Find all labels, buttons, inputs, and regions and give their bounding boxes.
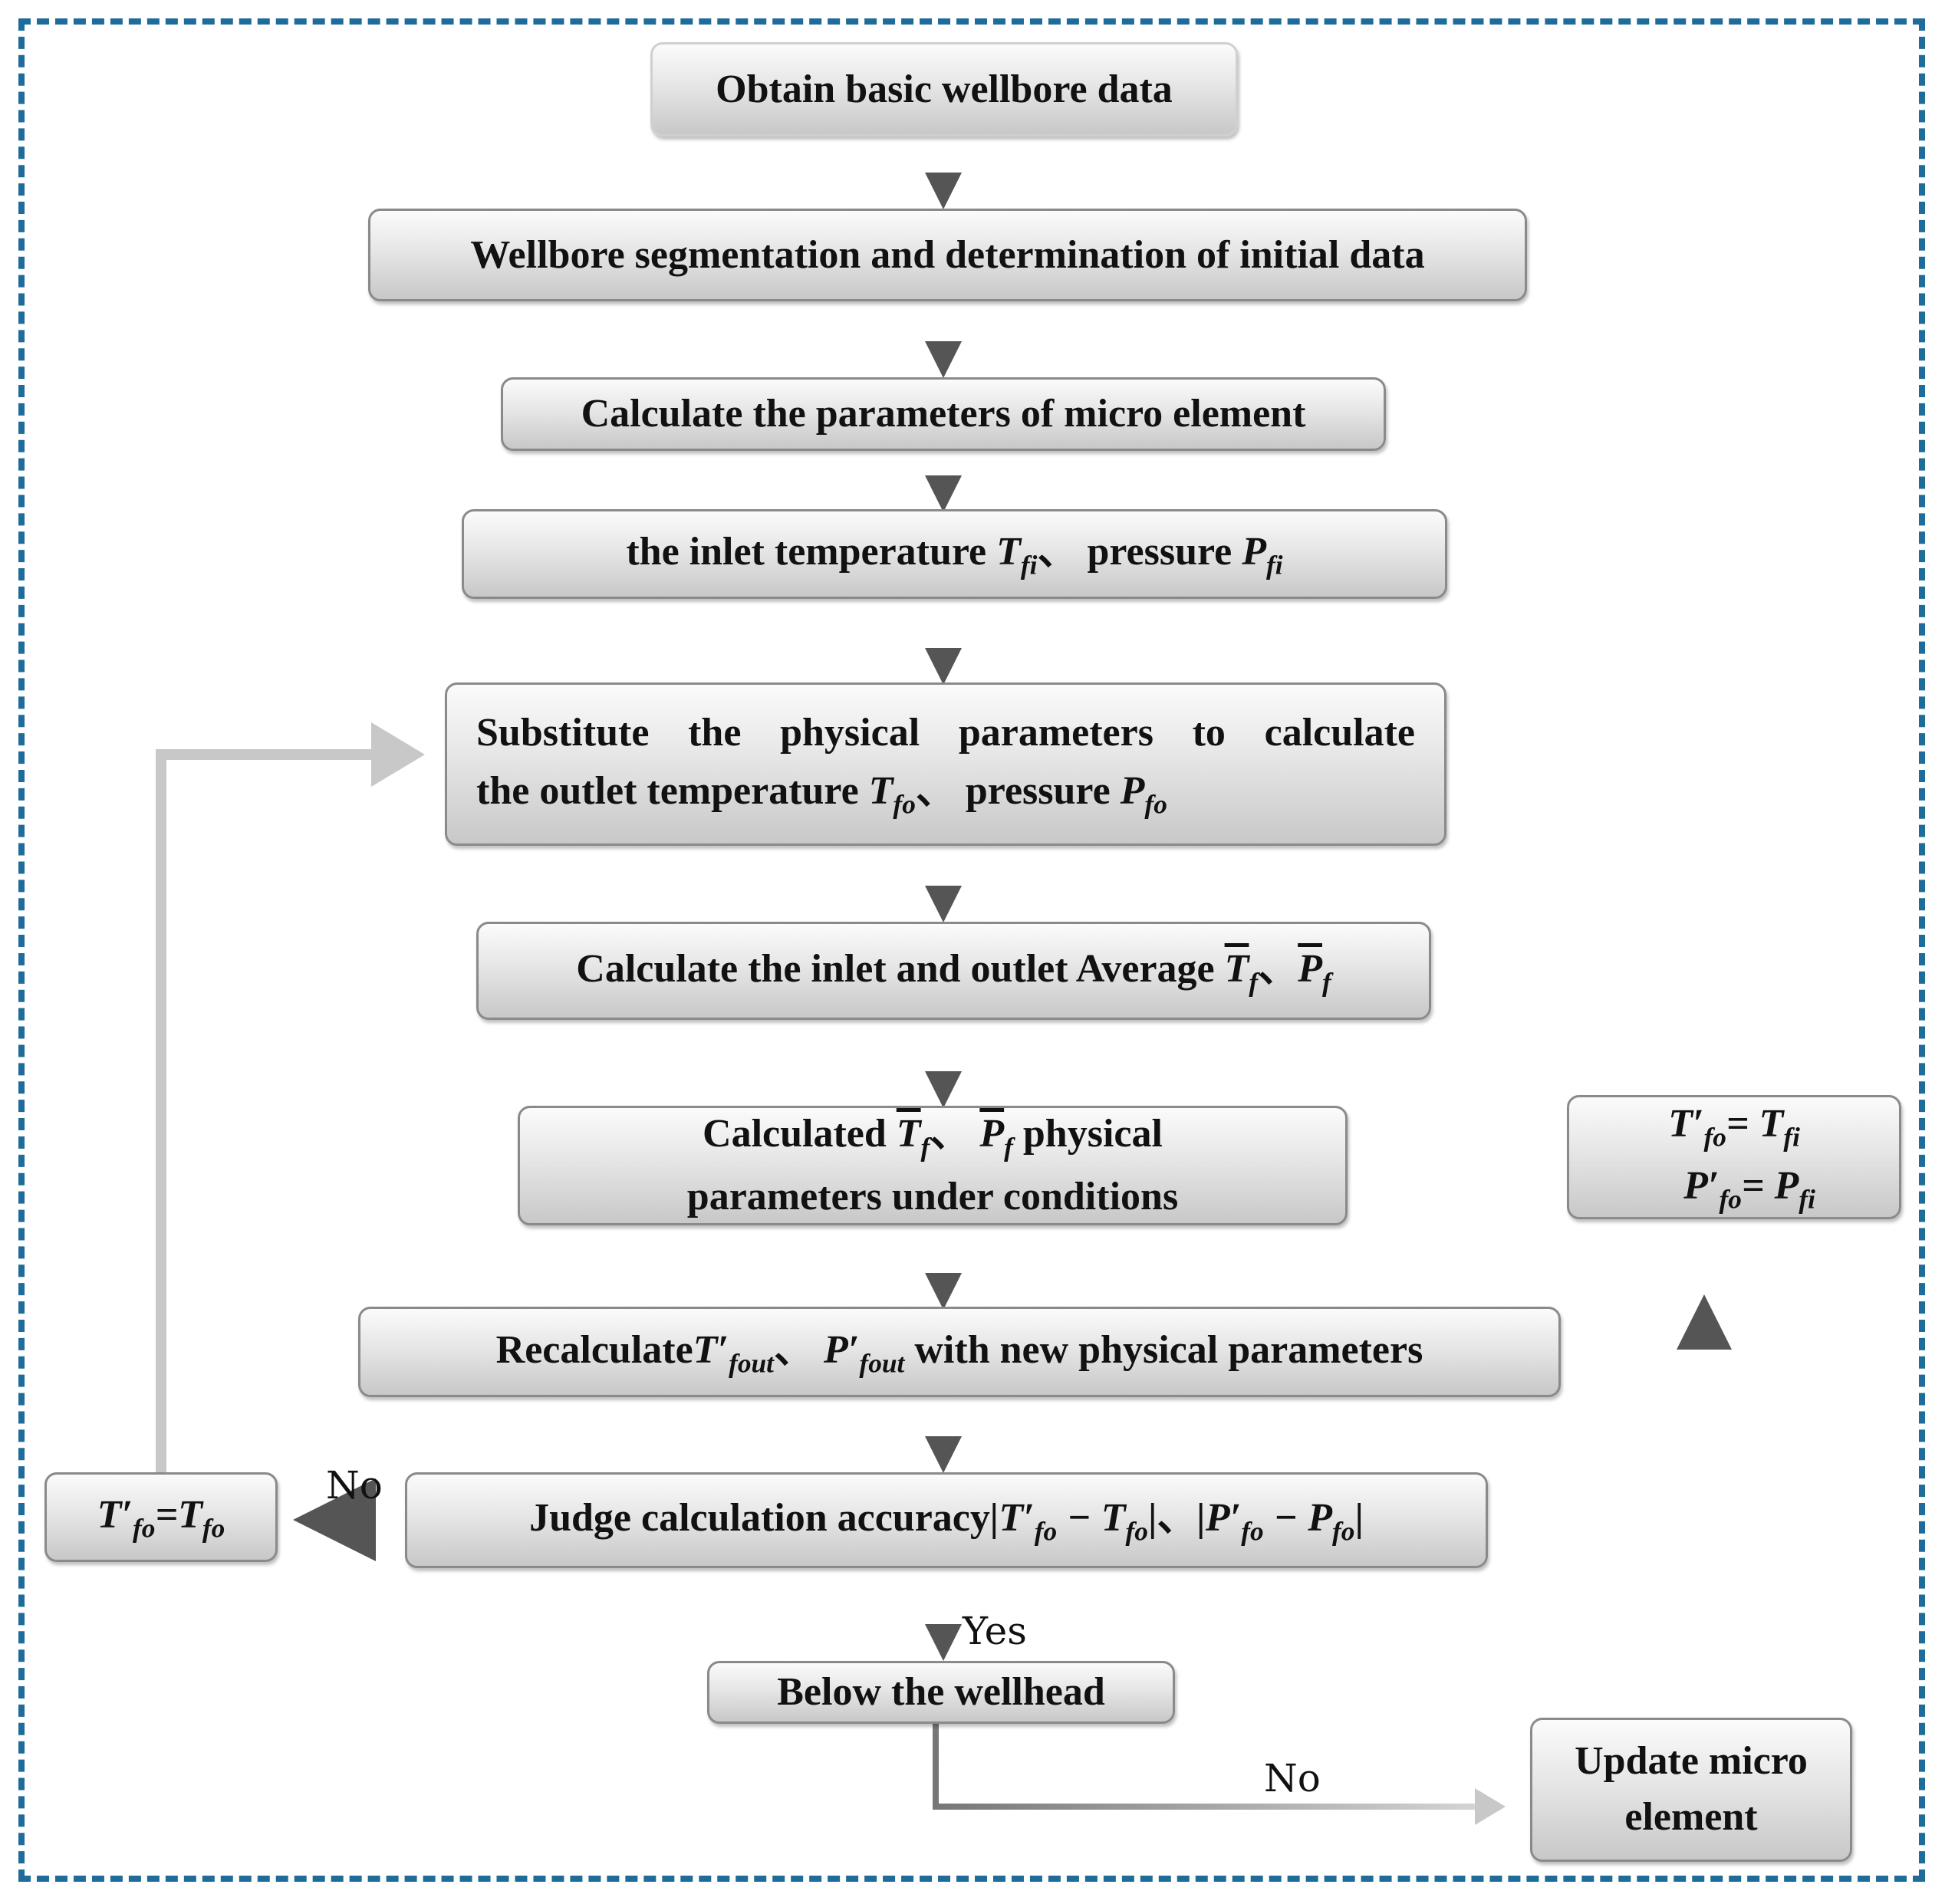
box-below-text: Below the wellhead (777, 1670, 1105, 1715)
box-inlet: the inlet temperature Tfi、 pressure Pfi (462, 509, 1447, 599)
box-recalculate-text: RecalculateT′fout、 P′fout with new physi… (495, 1327, 1423, 1379)
box-substitute: Substitute the physical parameters to ca… (445, 682, 1446, 846)
box-calculated-line2: parameters under conditions (686, 1175, 1179, 1219)
box-reset: T′fo= Tfi P′fo= Pfi (1567, 1095, 1901, 1219)
box-update-line2: element (1624, 1795, 1758, 1839)
box-calc-micro-text: Calculate the parameters of micro elemen… (581, 392, 1306, 436)
box-assign-text: T′fo=Tfo (97, 1493, 225, 1544)
box-substitute-line2: the outlet temperature Tfo、 pressure Pfo (476, 768, 1167, 820)
box-assign: T′fo=Tfo (44, 1472, 278, 1562)
box-calc-micro: Calculate the parameters of micro elemen… (501, 377, 1386, 451)
box-average-text: Calculate the inlet and outlet Average T… (576, 946, 1331, 998)
box-judge: Judge calculation accuracy|T′fo − Tfo|、|… (405, 1472, 1488, 1568)
box-judge-text: Judge calculation accuracy|T′fo − Tfo|、|… (529, 1496, 1364, 1547)
box-average: Calculate the inlet and outlet Average T… (476, 922, 1431, 1020)
box-segmentation-text: Wellbore segmentation and determination … (470, 232, 1425, 277)
box-calculated-line1: Calculated Tf、 Pf physical (703, 1111, 1163, 1162)
dash-dot-frame (18, 18, 1925, 1882)
box-reset-line1: T′fo= Tfi (1668, 1102, 1800, 1153)
box-inlet-text: the inlet temperature Tfi、 pressure Pfi (626, 530, 1283, 580)
arrow-feedback-loop (156, 722, 425, 1476)
box-below-wellhead: Below the wellhead (707, 1661, 1175, 1724)
box-calculated: Calculated Tf、 Pf physical parameters un… (518, 1106, 1348, 1225)
box-reset-line2: P′fo= Pfi (1683, 1164, 1815, 1215)
box-recalculate: RecalculateT′fout、 P′fout with new physi… (358, 1307, 1561, 1397)
box-substitute-line1: Substitute the physical parameters to ca… (476, 711, 1415, 755)
box-obtain-text: Obtain basic wellbore data (716, 67, 1173, 111)
box-update-line1: Update micro (1575, 1739, 1808, 1784)
box-update-micro: Update micro element (1530, 1718, 1852, 1862)
box-obtain-data: Obtain basic wellbore data (650, 42, 1238, 136)
label-yes: Yes (963, 1609, 1027, 1653)
box-segmentation: Wellbore segmentation and determination … (368, 209, 1527, 301)
label-no-left: No (326, 1463, 383, 1508)
arrow-below-no-right (933, 1724, 1506, 1825)
label-no-bottom: No (1264, 1756, 1321, 1800)
